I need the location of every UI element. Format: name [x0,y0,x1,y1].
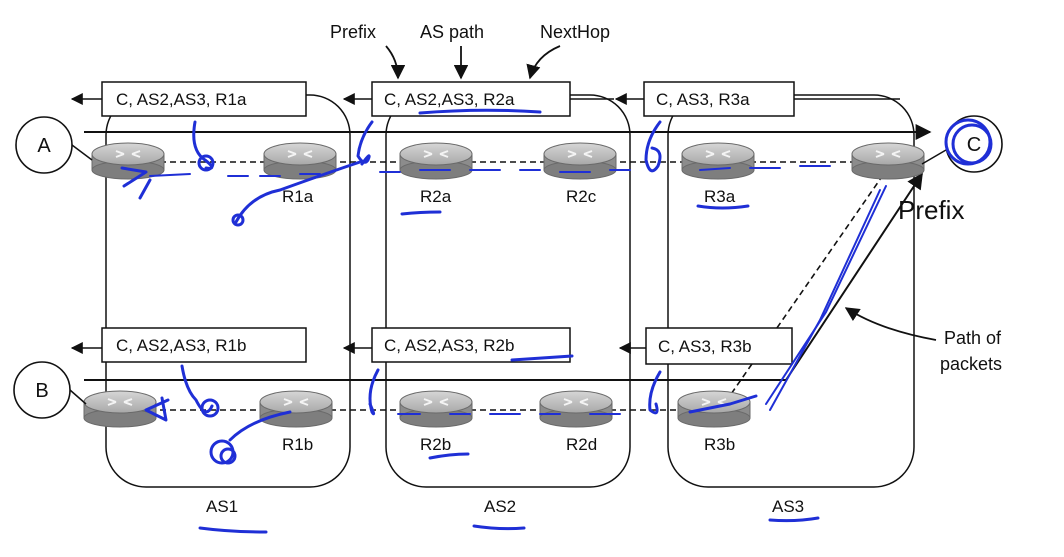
annotation-next-hop-arrow [526,45,561,80]
r3b-to-c-dashed-link [719,164,891,411]
router-label-r1a: R1a [282,187,314,206]
as-label-as1: AS1 [206,497,238,516]
router-label-r2a: R2a [420,187,452,206]
router-as3-c [851,142,925,180]
route-text-bottom-as2: C, AS2,AS3, R2b [384,336,514,355]
annotation-prefix: Prefix [330,22,376,42]
router-label-r2c: R2c [566,187,597,206]
host-a-link [71,144,93,161]
route-text-top-as1: C, AS2,AS3, R1a [116,90,247,109]
annotation-prefix-big: Prefix [898,195,964,225]
route-text-bottom-as1: C, AS2,AS3, R1b [116,336,246,355]
host-a-label: A [37,135,51,157]
router-label-r1b: R1b [282,435,313,454]
host-c-label: C [967,134,981,156]
route-box-bottom-as2 [371,327,571,363]
router-label-r3a: R3a [704,187,736,206]
router-as1-top [91,142,165,180]
route-box-bottom-as3 [645,327,793,365]
router-r3a [681,142,755,180]
annotation-as-path: AS path [420,22,484,42]
router-label-r2d: R2d [566,435,597,454]
route-text-top-as2: C, AS2,AS3, R2a [384,90,515,109]
router-r2a [399,142,473,180]
host-c-link [921,149,947,165]
route-box-top-as1 [101,81,307,117]
router-r2c [543,142,617,180]
handwritten-annotations [120,108,993,534]
as-label-as3: AS3 [772,497,804,516]
annotation-path-of-packets-arrow [844,307,937,341]
annotation-path-of-packets-1: Path of [944,328,1002,348]
router-r3b [677,390,751,428]
route-box-bottom-as1 [101,327,307,363]
router-r1b [259,390,333,428]
annotation-path-of-packets-2: packets [940,354,1002,374]
annotation-next-hop: NextHop [540,22,610,42]
router-r2b [399,390,473,428]
router-label-r2b: R2b [420,435,451,454]
route-text-top-as3: C, AS3, R3a [656,90,750,109]
as-label-as2: AS2 [484,497,516,516]
route-box-top-as3 [643,81,795,117]
route-text-bottom-as3: C, AS3, R3b [658,337,752,356]
host-b-link [69,389,87,405]
host-b-label: B [35,380,48,402]
router-r2d [539,390,613,428]
annotation-prefix-arrow [385,45,406,80]
router-label-r3b: R3b [704,435,735,454]
